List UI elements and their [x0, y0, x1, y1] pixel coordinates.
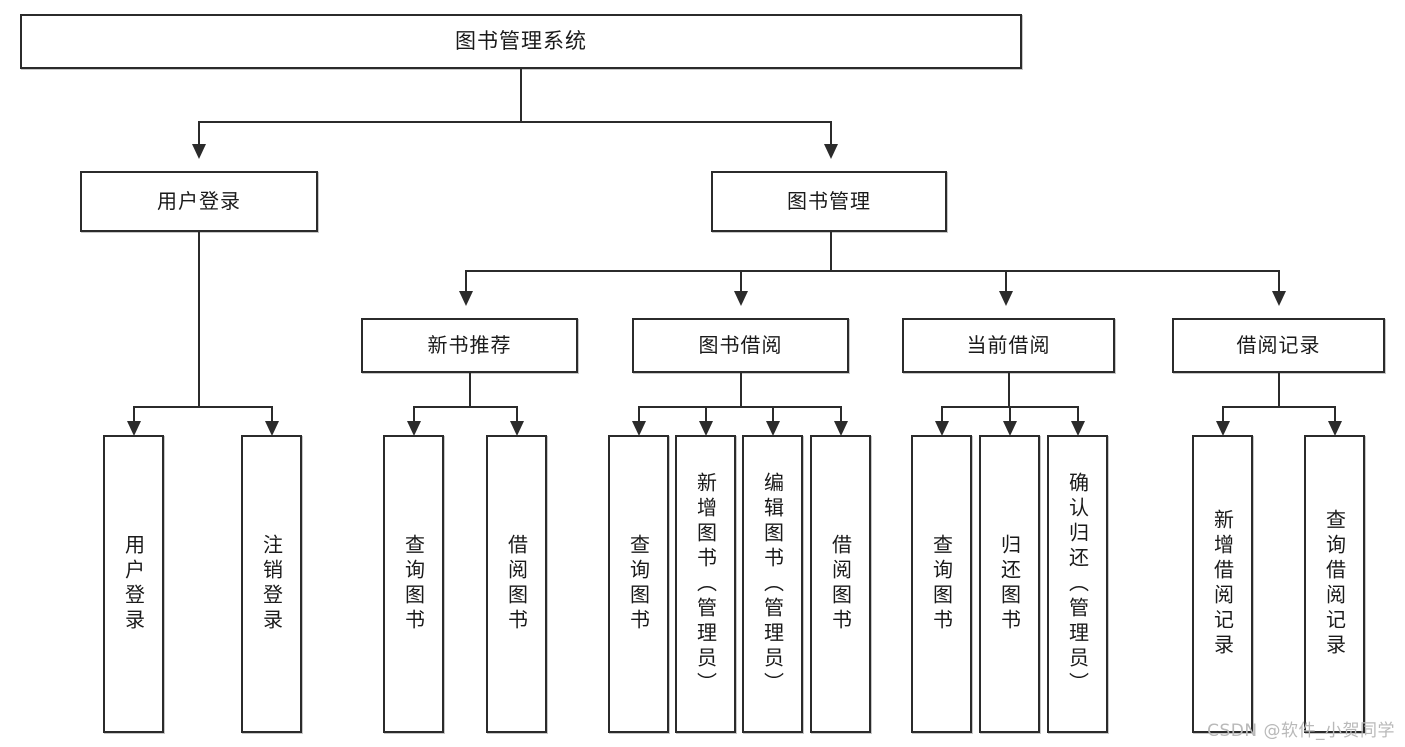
node-borrow-record-label: 借阅记录	[1236, 332, 1321, 357]
arrow-to-query-book-2	[632, 421, 646, 436]
edge-drop-query-book-3	[941, 406, 943, 424]
edge-root-stem	[520, 69, 522, 121]
edge-drop-confirm-return	[1077, 406, 1079, 424]
node-leaf-query-book-1-label: 查询图书	[401, 534, 426, 634]
edge-level2-drop-book-manage	[830, 121, 832, 146]
edge-drop-add-book	[705, 406, 707, 424]
node-root-label: 图书管理系统	[455, 29, 587, 54]
node-leaf-query-book-3-label: 查询图书	[929, 534, 954, 634]
node-book-borrow-label: 图书借阅	[698, 332, 783, 357]
node-leaf-logout-label: 注销登录	[259, 534, 284, 634]
arrow-to-query-record	[1328, 421, 1342, 436]
edge-level2-bus	[198, 121, 832, 123]
edge-new-book-rec-stem	[469, 373, 471, 406]
edge-drop-borrow-record	[1278, 270, 1280, 293]
edge-level2-drop-user-login	[198, 121, 200, 146]
arrow-to-query-book-1	[407, 421, 421, 436]
node-current-borrow[interactable]: 当前借阅	[902, 318, 1115, 373]
arrow-to-current-borrow	[999, 291, 1013, 306]
arrow-to-edit-book	[766, 421, 780, 436]
node-user-login[interactable]: 用户登录	[80, 171, 318, 232]
node-leaf-confirm-return-label: 确认归还（管理员）	[1065, 471, 1090, 697]
node-leaf-borrow-book-1[interactable]: 借阅图书	[486, 435, 547, 733]
node-leaf-borrow-book-2-label: 借阅图书	[828, 534, 853, 634]
arrow-to-book-manage	[824, 144, 838, 159]
node-leaf-login-label: 用户登录	[121, 534, 146, 634]
arrow-to-borrow-book-1	[510, 421, 524, 436]
arrow-to-return-book	[1003, 421, 1017, 436]
node-new-book-rec[interactable]: 新书推荐	[361, 318, 578, 373]
node-user-login-label: 用户登录	[157, 188, 241, 213]
node-leaf-confirm-return[interactable]: 确认归还（管理员）	[1047, 435, 1108, 733]
node-leaf-login[interactable]: 用户登录	[103, 435, 164, 733]
node-leaf-query-book-3[interactable]: 查询图书	[911, 435, 972, 733]
arrow-to-borrow-record	[1272, 291, 1286, 306]
node-book-manage-label: 图书管理	[787, 188, 871, 213]
arrow-to-book-borrow	[734, 291, 748, 306]
edge-borrow-record-stem	[1278, 373, 1280, 406]
edge-user-login-stem	[198, 232, 200, 406]
node-current-borrow-label: 当前借阅	[966, 332, 1051, 357]
edge-drop-book-borrow	[740, 270, 742, 293]
arrow-to-user-login	[192, 144, 206, 159]
edge-drop-logout	[271, 406, 273, 424]
node-root[interactable]: 图书管理系统	[20, 14, 1022, 69]
arrow-to-query-book-3	[935, 421, 949, 436]
node-leaf-edit-book-label: 编辑图书（管理员）	[760, 471, 785, 697]
edge-drop-borrow-book-1	[516, 406, 518, 424]
node-leaf-add-record[interactable]: 新增借阅记录	[1192, 435, 1253, 733]
edge-drop-query-record	[1334, 406, 1336, 424]
arrow-to-login	[127, 421, 141, 436]
node-leaf-logout[interactable]: 注销登录	[241, 435, 302, 733]
node-leaf-add-book-label: 新增图书（管理员）	[693, 471, 718, 697]
arrow-to-confirm-return	[1071, 421, 1085, 436]
edge-book-borrow-bus	[638, 406, 841, 408]
arrow-to-borrow-book-2	[834, 421, 848, 436]
edge-book-manage-stem	[830, 232, 832, 270]
node-book-borrow[interactable]: 图书借阅	[632, 318, 849, 373]
arrow-to-add-record	[1216, 421, 1230, 436]
arrow-to-logout	[265, 421, 279, 436]
edge-current-borrow-stem	[1008, 373, 1010, 406]
edge-level3-bus	[465, 270, 1280, 272]
node-leaf-borrow-book-2[interactable]: 借阅图书	[810, 435, 871, 733]
node-leaf-query-book-2[interactable]: 查询图书	[608, 435, 669, 733]
edge-new-book-rec-bus	[413, 406, 518, 408]
node-leaf-query-record[interactable]: 查询借阅记录	[1304, 435, 1365, 733]
arrow-to-new-book-rec	[459, 291, 473, 306]
edge-drop-login	[133, 406, 135, 424]
node-leaf-return-book-label: 归还图书	[997, 534, 1022, 634]
node-leaf-return-book[interactable]: 归还图书	[979, 435, 1040, 733]
edge-drop-query-book-2	[638, 406, 640, 424]
edge-drop-edit-book	[772, 406, 774, 424]
edge-drop-borrow-book-2	[840, 406, 842, 424]
node-book-manage[interactable]: 图书管理	[711, 171, 947, 232]
node-leaf-query-book-1[interactable]: 查询图书	[383, 435, 444, 733]
edge-drop-add-record	[1222, 406, 1224, 424]
node-borrow-record[interactable]: 借阅记录	[1172, 318, 1385, 373]
edge-drop-current-borrow	[1005, 270, 1007, 293]
edge-user-login-bus	[133, 406, 273, 408]
node-leaf-query-book-2-label: 查询图书	[626, 534, 651, 634]
node-leaf-add-book[interactable]: 新增图书（管理员）	[675, 435, 736, 733]
edge-borrow-record-bus	[1222, 406, 1336, 408]
node-leaf-edit-book[interactable]: 编辑图书（管理员）	[742, 435, 803, 733]
edge-book-borrow-stem	[740, 373, 742, 406]
edge-drop-new-book-rec	[465, 270, 467, 293]
node-new-book-rec-label: 新书推荐	[427, 332, 512, 357]
node-leaf-add-record-label: 新增借阅记录	[1210, 509, 1235, 659]
edge-drop-query-book-1	[413, 406, 415, 424]
arrow-to-add-book	[699, 421, 713, 436]
node-leaf-query-record-label: 查询借阅记录	[1322, 509, 1347, 659]
edge-drop-return-book	[1009, 406, 1011, 424]
node-leaf-borrow-book-1-label: 借阅图书	[504, 534, 529, 634]
